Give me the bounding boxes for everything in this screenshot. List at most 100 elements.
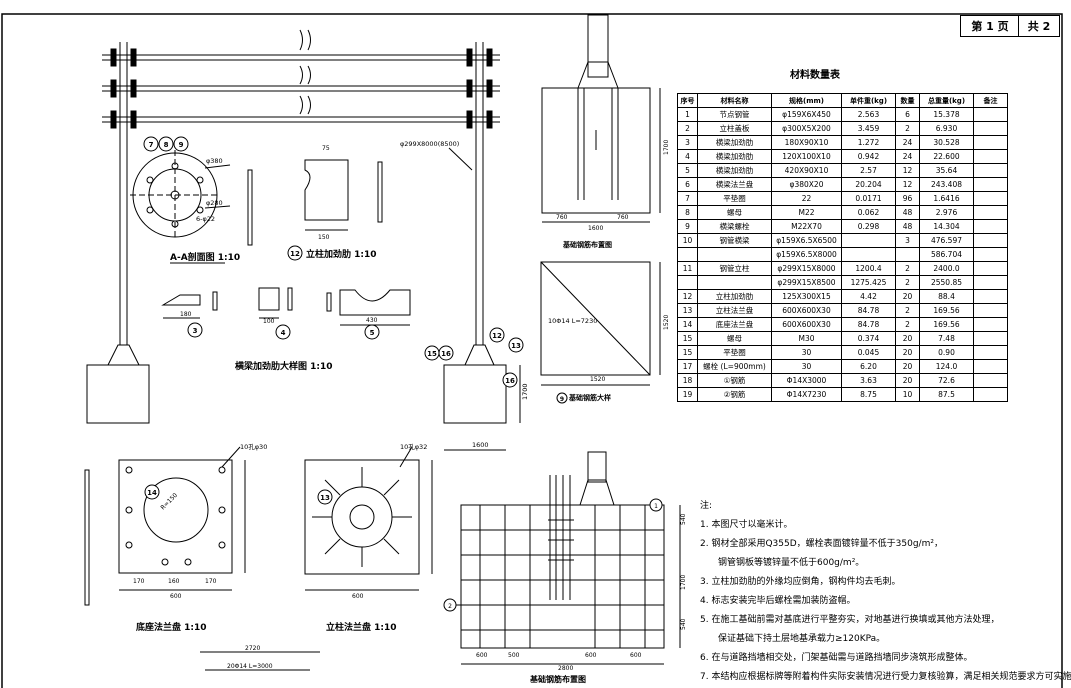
table-cell: 螺母 xyxy=(697,331,772,346)
table-cell: 87.5 xyxy=(919,387,974,402)
table-cell xyxy=(973,177,1008,192)
table-cell xyxy=(841,233,896,248)
table-cell: 6 xyxy=(677,177,698,192)
table-cell: 1.272 xyxy=(841,135,896,150)
table-cell xyxy=(973,345,1008,360)
table-cell: 20 xyxy=(895,289,920,304)
table-cell: 0.062 xyxy=(841,205,896,220)
table-cell: 底座法兰盘 xyxy=(697,317,772,332)
title-beam-stiffener: 横梁加劲肋大样图 1:10 xyxy=(235,360,333,372)
table-cell: φ299X15X8500 xyxy=(771,275,842,290)
table-cell: 15 xyxy=(677,345,698,360)
table-cell: ①钢筋 xyxy=(697,373,772,388)
table-cell: 7 xyxy=(677,191,698,206)
drawing-label: 8 xyxy=(164,141,169,149)
drawing-label: 500 xyxy=(508,652,520,659)
drawing-label: 10Φ14 L=7230 xyxy=(548,317,597,325)
table-cell: 586.704 xyxy=(919,247,974,262)
anchor-bolt-elevation xyxy=(541,14,661,223)
balloon-13: 13 xyxy=(511,342,521,350)
table-cell: φ299X15X8000 xyxy=(771,261,842,276)
drawing-label: 75 xyxy=(322,145,330,152)
table-cell: 600X600X30 xyxy=(771,317,842,332)
drawing-label: 13 xyxy=(320,494,330,502)
table-cell: 15 xyxy=(677,331,698,346)
drawing-label: 600 xyxy=(476,652,488,659)
drawing-label: 2800 xyxy=(558,665,573,672)
table-cell: 螺母 xyxy=(697,205,772,220)
table-cell: 8.75 xyxy=(841,387,896,402)
table-cell: 平垫圈 xyxy=(697,191,772,206)
sheet-frame xyxy=(1,13,1063,688)
table-cell: 169.56 xyxy=(919,317,974,332)
table-cell: φ380X20 xyxy=(771,177,842,192)
table-cell: 120X100X10 xyxy=(771,149,842,164)
table-cell xyxy=(841,247,896,262)
table-cell: 横梁加劲肋 xyxy=(697,149,772,164)
table-cell xyxy=(973,359,1008,374)
table-cell: 2400.0 xyxy=(919,261,974,276)
table-cell: 476.597 xyxy=(919,233,974,248)
drawing-label: 170 xyxy=(205,578,217,585)
table-cell: 2 xyxy=(895,261,920,276)
drawing-label: 540 xyxy=(680,618,687,630)
table-cell: 0.90 xyxy=(919,345,974,360)
table-cell: 节点钢管 xyxy=(697,107,772,122)
table-cell: 14 xyxy=(677,317,698,332)
table-cell: 钢管立柱 xyxy=(697,261,772,276)
drawing-label: 7 xyxy=(149,141,154,149)
notes-title: 注: xyxy=(700,501,713,511)
table-cell: 96 xyxy=(895,191,920,206)
table-cell: 12 xyxy=(677,289,698,304)
beam-stiffener-parts xyxy=(161,287,411,326)
table-cell: 48 xyxy=(895,205,920,220)
table-cell: 立柱法兰盘 xyxy=(697,303,772,318)
table-cell xyxy=(973,303,1008,318)
table-cell: 平垫圈 xyxy=(697,345,772,360)
title-anchor-layout: 基础钢筋布置图 xyxy=(562,240,612,249)
table-cell: 0.0171 xyxy=(841,191,896,206)
table-cell: 横梁法兰盘 xyxy=(697,177,772,192)
table-cell: Φ14X7230 xyxy=(771,387,842,402)
table-cell: 12 xyxy=(895,163,920,178)
table-cell: 立柱加劲肋 xyxy=(697,289,772,304)
table-cell xyxy=(973,191,1008,206)
table-cell xyxy=(973,135,1008,150)
table-cell: φ159X6.5X6500 xyxy=(771,233,842,248)
table-cell xyxy=(973,149,1008,164)
table-cell xyxy=(697,275,772,290)
balloon-16: 16 xyxy=(505,377,515,385)
table-cell: 6.930 xyxy=(919,121,974,136)
table-cell: 6.20 xyxy=(841,359,896,374)
drawing-label: 20Φ14 L=3000 xyxy=(227,663,273,670)
table-cell: 24 xyxy=(895,135,920,150)
drawing-label: 2720 xyxy=(245,645,260,652)
balloon-12: 12 xyxy=(492,332,502,340)
table-cell: 6 xyxy=(895,107,920,122)
table-cell: 1.6416 xyxy=(919,191,974,206)
table-cell: 立柱盖板 xyxy=(697,121,772,136)
table-cell: 125X300X15 xyxy=(771,289,842,304)
dim-holes: 6-φ22 xyxy=(196,215,215,223)
table-cell: 0.045 xyxy=(841,345,896,360)
table-cell: 螺栓 (L=900mm) xyxy=(697,359,772,374)
table-cell: 2550.85 xyxy=(919,275,974,290)
dim-phi380: φ380 xyxy=(206,157,223,165)
table-cell: 30.528 xyxy=(919,135,974,150)
table-cell: 22 xyxy=(771,191,842,206)
drawing-label: 150 xyxy=(318,234,330,241)
rebar-detail xyxy=(540,261,661,386)
drawing-label: 9 xyxy=(179,141,184,149)
table-cell: 12 xyxy=(895,177,920,192)
drawing-label: 1520 xyxy=(590,376,605,383)
page-number: 第 1 页 xyxy=(960,15,1020,37)
